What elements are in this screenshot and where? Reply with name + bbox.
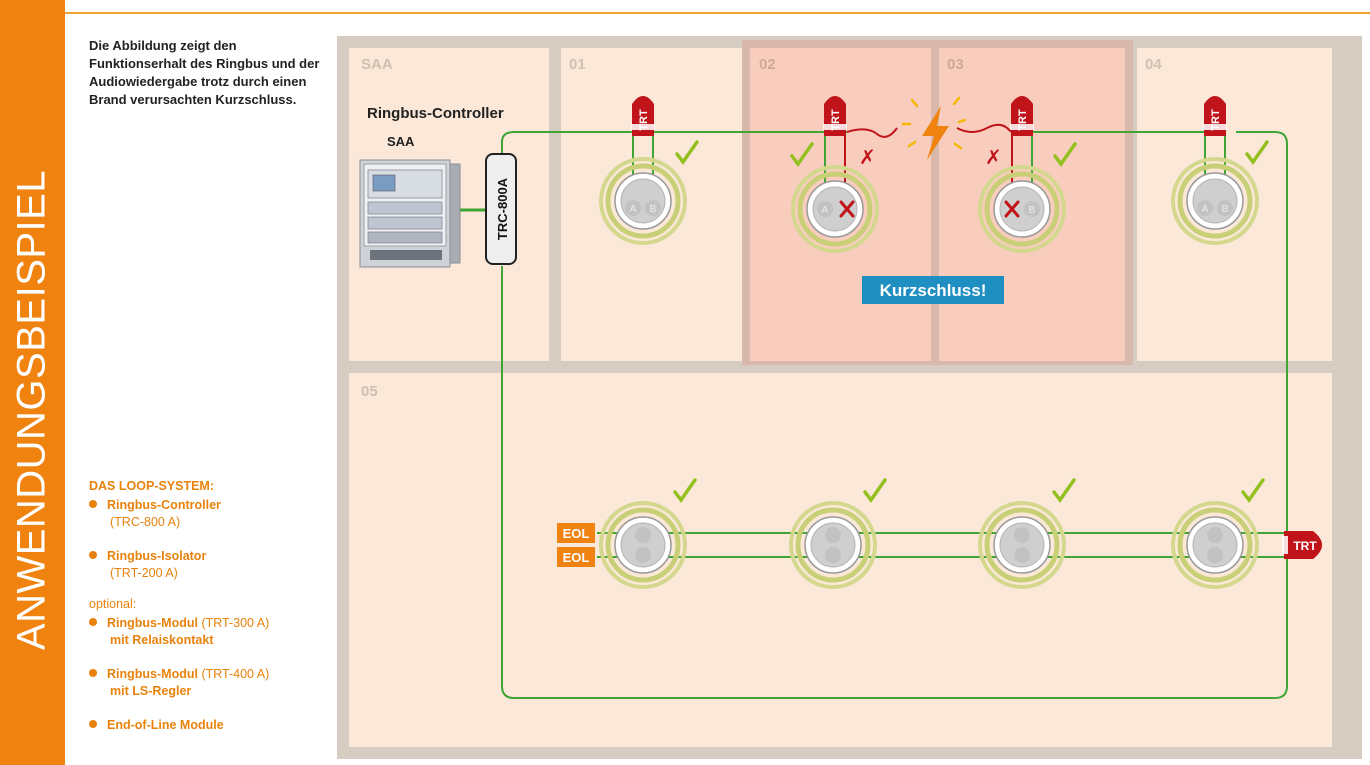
eol-module: EOL bbox=[557, 523, 595, 543]
item-name: Ringbus-Controller bbox=[107, 498, 221, 512]
terminal-label: B bbox=[650, 204, 657, 215]
list-item: Ringbus-Controller (TRC-800 A) bbox=[89, 497, 221, 531]
damaged-wire bbox=[956, 123, 1012, 133]
zone-label: 04 bbox=[1145, 56, 1162, 73]
description-text: Die Abbildung zeigt den Funktionserhalt … bbox=[89, 38, 320, 107]
item-extra: mit LS-Regler bbox=[110, 684, 192, 698]
eol-label: EOL bbox=[563, 526, 590, 541]
bullet-icon bbox=[89, 551, 97, 559]
bullet-icon bbox=[89, 720, 97, 728]
zone-label: 02 bbox=[759, 56, 776, 73]
item-detail: (TRT-200 A) bbox=[110, 566, 178, 580]
isolator-label: TRT bbox=[1210, 109, 1222, 131]
controller-unit-label: TRC-800A bbox=[495, 177, 510, 240]
system-heading: DAS LOOP-SYSTEM: bbox=[89, 479, 215, 493]
optional-label: optional: bbox=[89, 597, 137, 611]
item-detail: (TRC-800 A) bbox=[110, 515, 181, 529]
controller-module: TRC-800A bbox=[485, 153, 517, 265]
isolator: TRT bbox=[1010, 96, 1034, 136]
isolator: TRT bbox=[631, 96, 655, 136]
list-item: Ringbus-Modul (TRT-400 A) mit LS-Regler bbox=[89, 666, 269, 700]
item-detail: (TRT-300 A) bbox=[201, 616, 270, 630]
isolator-label: TRT bbox=[830, 109, 842, 131]
eol-label: EOL bbox=[563, 550, 590, 565]
zone-label: 01 bbox=[569, 56, 586, 73]
speaker-terminal bbox=[1024, 201, 1040, 217]
isolator: TRT bbox=[823, 96, 847, 136]
speaker-terminal bbox=[645, 200, 661, 216]
fail-mark: ✗ bbox=[859, 147, 876, 169]
terminal-label: A bbox=[630, 204, 637, 215]
short-circuit-label: Kurzschluss! bbox=[880, 281, 987, 300]
sidebar: ANWENDUNGSBEISPIEL bbox=[0, 0, 65, 765]
speaker-terminal bbox=[625, 200, 641, 216]
speaker-terminal bbox=[1217, 200, 1233, 216]
speaker-terminal bbox=[817, 201, 833, 217]
top-divider bbox=[65, 12, 1370, 14]
speaker-terminal bbox=[1197, 200, 1213, 216]
terminal-label: A bbox=[822, 205, 829, 216]
terminal-label: A bbox=[1202, 204, 1209, 215]
item-name: Ringbus-Isolator bbox=[107, 549, 207, 563]
list-item: Ringbus-Isolator (TRT-200 A) bbox=[89, 548, 206, 582]
list-item: End-of-Line Module bbox=[89, 717, 224, 734]
isolator: TRT bbox=[1203, 96, 1227, 136]
rack-cabinet bbox=[359, 159, 461, 268]
item-name: Ringbus-Modul bbox=[107, 667, 198, 681]
bullet-icon bbox=[89, 618, 97, 626]
zone-label: 03 bbox=[947, 56, 964, 73]
zone-label: 05 bbox=[361, 383, 378, 400]
ring-bus-loop bbox=[501, 131, 1288, 699]
terminal-label: B bbox=[1029, 205, 1036, 216]
item-extra: mit Relaiskontakt bbox=[110, 633, 214, 647]
item-name: End-of-Line Module bbox=[107, 718, 224, 732]
loop-diagram: SAA 01 02 03 04 05 Ringbus-Controller SA… bbox=[337, 36, 1362, 759]
isolator-label: TRT bbox=[1293, 539, 1317, 553]
isolator: TRT bbox=[1282, 531, 1322, 559]
controller-sub-label: SAA bbox=[387, 134, 415, 149]
eol-module: EOL bbox=[557, 547, 595, 567]
damaged-wire bbox=[846, 127, 898, 138]
isolator-label: TRT bbox=[638, 109, 650, 131]
terminal-label: B bbox=[1222, 204, 1229, 215]
controller-title: Ringbus-Controller bbox=[367, 105, 504, 122]
zone-label: SAA bbox=[361, 56, 393, 73]
sidebar-title: ANWENDUNGSBEISPIEL bbox=[9, 169, 54, 651]
bullet-icon bbox=[89, 669, 97, 677]
item-detail: (TRT-400 A) bbox=[201, 667, 270, 681]
item-name: Ringbus-Modul bbox=[107, 616, 198, 630]
bullet-icon bbox=[89, 500, 97, 508]
fail-mark: ✗ bbox=[985, 147, 1002, 169]
short-circuit-badge: Kurzschluss! bbox=[862, 276, 1004, 304]
lightning-icon bbox=[901, 96, 967, 160]
list-item: Ringbus-Modul (TRT-300 A) mit Relaiskont… bbox=[89, 615, 269, 649]
isolator-label: TRT bbox=[1017, 109, 1029, 131]
